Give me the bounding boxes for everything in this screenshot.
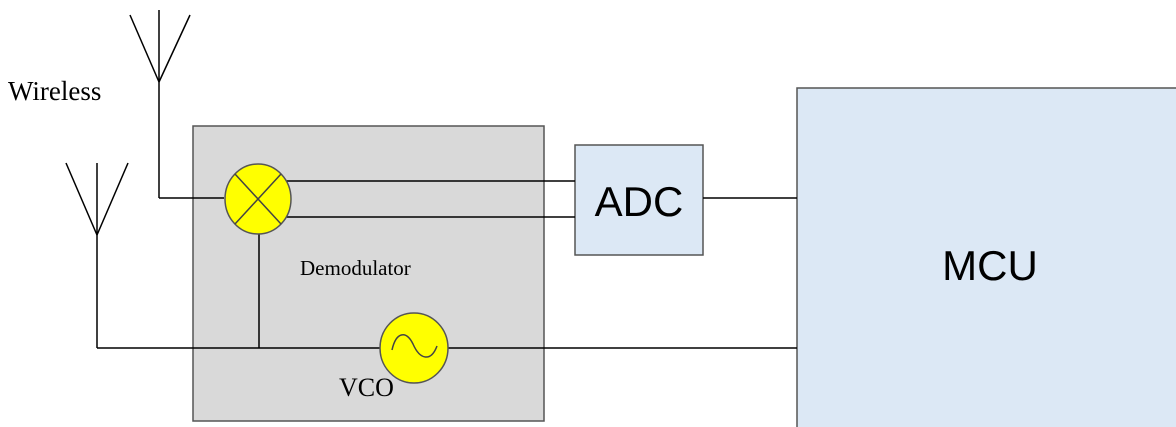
connection-lines <box>97 180 797 349</box>
antenna-left-icon <box>65 162 129 348</box>
mcu-box <box>796 87 1176 427</box>
mcu-label: MCU <box>942 242 1038 289</box>
oscillator-icon <box>379 312 449 384</box>
demodulator-label: Demodulator <box>300 256 411 280</box>
antenna-top-icon <box>129 10 191 198</box>
adc-label: ADC <box>595 178 684 225</box>
mixer-icon <box>224 163 292 235</box>
adc-box <box>574 144 704 256</box>
vco-label: VCO <box>339 373 394 402</box>
wireless-label: Wireless <box>8 76 101 106</box>
